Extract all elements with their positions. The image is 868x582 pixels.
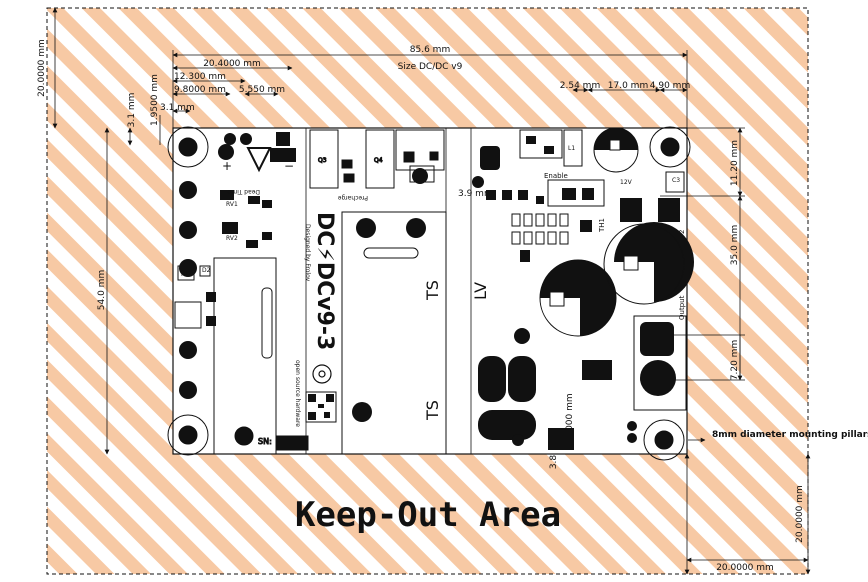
dim-right-offset: 4.90 mm (650, 81, 690, 91)
gear-icon (312, 364, 332, 384)
label-dead-time: Dead Time (227, 188, 260, 195)
capacitors (539, 127, 694, 337)
input-pads: + − (218, 132, 296, 173)
label-12v: 12V (620, 179, 633, 186)
mosfets: Q3 Q4 (309, 129, 445, 189)
keep-out-label: Keep-Out Area (295, 495, 561, 535)
pillar-note: 8mm diameter mounting pillars (712, 430, 868, 440)
dimension-labels: 85.6 mm Size DC/DC v9 20.4000 mm 12.300 … (37, 39, 805, 573)
label-plus: + (222, 159, 232, 173)
qr-code (305, 391, 337, 423)
dim-right-clearance: 20.0000 mm (716, 563, 774, 573)
dim-shunt-gap: 3.9 mm (458, 189, 493, 199)
label-r1: R1 (181, 271, 189, 278)
open-hardware-label: open source hardware (294, 360, 301, 427)
label-ts-bottom: TS (423, 400, 442, 421)
label-minus: − (284, 159, 294, 173)
output-connector: Output (633, 295, 687, 411)
dim-top-clearance: 20.0000 mm (37, 39, 47, 97)
left-relay-outline: SN: (213, 257, 309, 455)
label-d2: D2 (202, 267, 211, 274)
dim-conn-a: 20.4000 mm (203, 59, 261, 69)
label-c3: C3 (672, 177, 680, 184)
dim-out-gap: 17.0 mm (608, 81, 648, 91)
dim-conn-b: 12.300 mm (174, 72, 226, 82)
dim-board-width: 85.6 mm (410, 45, 450, 55)
label-output: Output (678, 295, 686, 320)
label-rv2: RV2 (226, 235, 238, 242)
dim-output-pitch: 7.20 mm (730, 340, 740, 380)
label-q3: Q3 (318, 157, 327, 164)
label-q4: Q4 (374, 157, 383, 164)
brand-block: DC⚡DCv9-3 Designed by Frolov open source… (294, 212, 337, 427)
brand-subtitle: Designed by Frolov (304, 224, 311, 282)
dim-hole-offset: 1.9500 mm (150, 74, 160, 126)
label-ts-top: TS (423, 280, 442, 301)
dim-board-name: Size DC/DC v9 (398, 62, 463, 72)
lower-right-parts (478, 328, 637, 450)
main-relay: TS TS LV (341, 211, 490, 455)
dim-hole-y: 3.1 mm (127, 93, 137, 128)
dim-bottom-spacing: 5000 mm (565, 393, 575, 436)
left-connector-pads (174, 181, 202, 399)
dim-output-height: 35.0 mm (730, 225, 740, 265)
dim-hole-x: 3.1 mm (160, 103, 195, 113)
dim-bottom-clearance: 20.0000 mm (795, 485, 805, 543)
label-lv: LV (471, 282, 490, 300)
label-enable: Enable (544, 172, 568, 180)
label-l1: L1 (568, 145, 575, 152)
dim-board-height: 54.0 mm (97, 270, 107, 310)
label-th1: TH1 (598, 218, 606, 233)
label-sn: SN: (258, 437, 272, 446)
left-components: RV1 RV2 R1 D2 Dead Time Precharge (177, 188, 368, 326)
dim-conn-c: 9.8000 mm (174, 85, 226, 95)
dim-enable-pitch: 2.54 mm (560, 81, 600, 91)
dimension-lines (52, 7, 811, 575)
dim-conn-d: 5.550 mm (239, 85, 285, 95)
label-precharge: Precharge (338, 194, 368, 201)
brand-title: DC⚡DCv9-3 (312, 212, 337, 350)
power-stage: L1 Enable TH1 F2 12V C3 (409, 129, 686, 262)
label-rv1: RV1 (226, 201, 238, 208)
dim-top-right-height: 11.20 mm (730, 140, 740, 186)
dim-shunt-gap-b: 3.8 (549, 455, 559, 470)
mounting-holes (167, 126, 691, 461)
